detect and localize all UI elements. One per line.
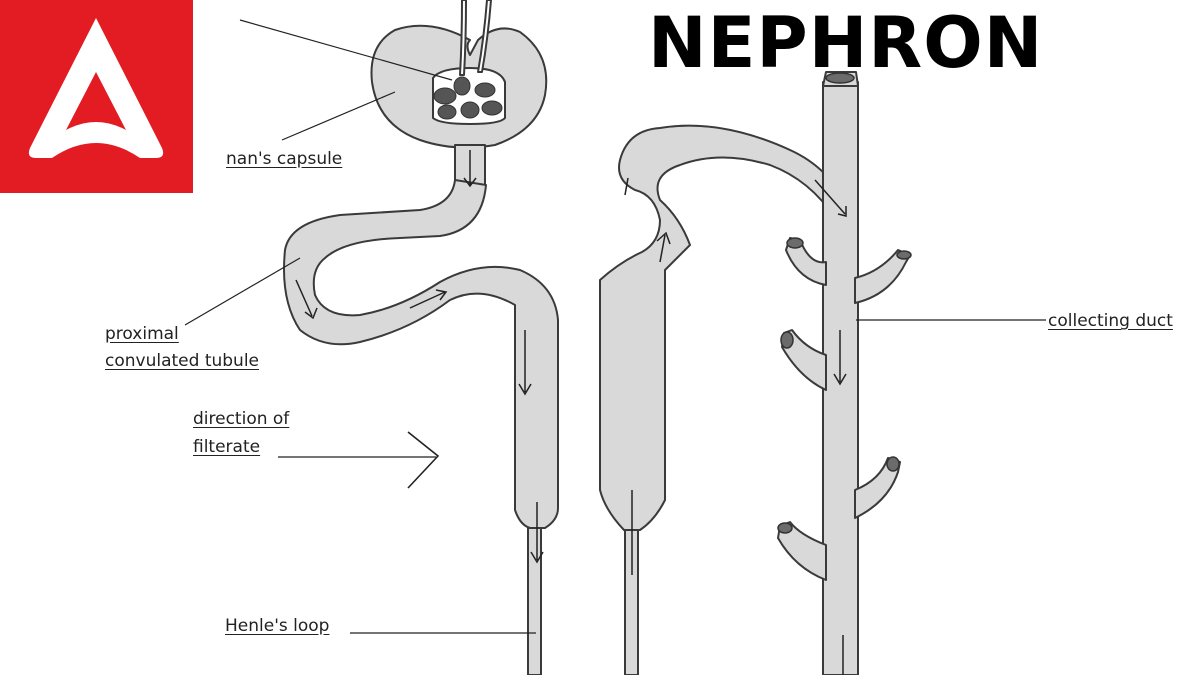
descending-thin-limb [527, 527, 542, 675]
distal-convoluted-tubule [599, 124, 851, 531]
efferent-vessel [477, 0, 492, 73]
branch-left-1 [785, 237, 827, 286]
branch-left-2 [781, 329, 827, 391]
bowmans-capsule [370, 24, 548, 149]
afferent-vessel [459, 0, 467, 76]
proximal-convoluted-tubule [283, 179, 559, 529]
label-henle: Henle's loop [225, 616, 330, 636]
label-direction-line2: filterate [193, 437, 261, 457]
glomerulus [433, 76, 503, 120]
label-direction-line1: direction of [193, 409, 290, 429]
page-title: NEPHRON [648, 2, 1044, 84]
branch-right-2 [854, 457, 901, 519]
capsule-neck [454, 144, 486, 186]
collecting-duct [822, 81, 859, 675]
direction-arrow-icon [407, 431, 440, 489]
branch-left-3 [777, 521, 827, 581]
label-pct-line1: proximal [105, 324, 179, 344]
branch-right-1 [854, 249, 911, 304]
capsule-cavity [432, 67, 506, 125]
brand-logo [0, 0, 193, 193]
ascending-thin-limb [624, 527, 639, 675]
label-pct-line2: convulated tubule [105, 351, 260, 371]
label-capsule: nan's capsule [226, 149, 343, 169]
label-collecting-duct: collecting duct [1048, 311, 1173, 331]
triangle-a-logo-icon [28, 18, 164, 158]
